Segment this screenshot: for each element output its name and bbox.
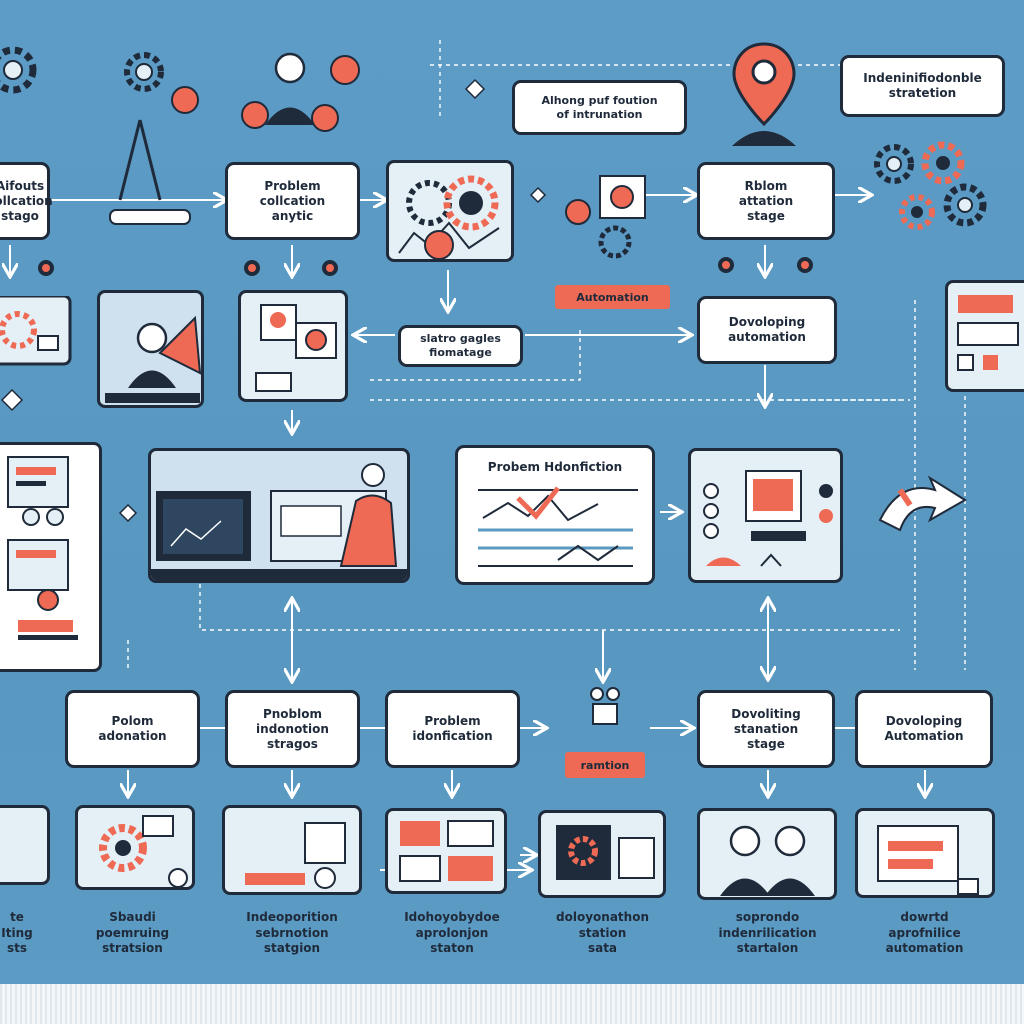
gear-icon: [0, 296, 72, 366]
node-indeninifiodonble-stratetion: Indeninifiodonble stratetion: [840, 55, 1005, 117]
bottom-panel-2: [75, 805, 195, 890]
node-pnoblom-indonotion-stragos: Pnoblom indonotion stragos: [225, 690, 360, 768]
automation-tag: Automation: [555, 285, 670, 309]
layout-illustration: [7, 456, 78, 640]
bottom-panel-4: [385, 808, 507, 894]
gear-icon: [921, 141, 965, 185]
gear-icon: [899, 194, 935, 230]
right-side-panel: [945, 280, 1024, 392]
node-dovoloping-automation: Dovoloping automation: [697, 296, 837, 364]
robot-icon: [590, 687, 620, 725]
node-problem-idonfication: Problem idonfication: [385, 690, 520, 768]
process-icons: [565, 175, 646, 259]
node-problem-collcation-anytic: Problem collcation anytic: [225, 162, 360, 240]
problem-identification-panel: Probem Hdonfiction: [455, 445, 655, 585]
bottom-panel-5: [538, 810, 666, 898]
node-dovoliting-stanation-stage: Dovoliting stanation stage: [697, 690, 835, 768]
node-rblom-attation-stage: Rblom attation stage: [697, 162, 835, 240]
node-dovoloping-automation-2: Dovoloping Automation: [855, 690, 993, 768]
gear-icon: [874, 144, 914, 184]
curved-arrow-icon: [878, 475, 967, 532]
location-pin-icon: [732, 42, 796, 146]
caption-idohoyobydoe: Idohoyobydoe aprolonjon staton: [404, 910, 500, 956]
ramtion-tag: ramtion: [565, 752, 645, 778]
node-alhong-puf-foution: Alhong puf foution of intrunation: [512, 80, 687, 135]
caption-doloyonathon: doloyonathon station sata: [556, 910, 649, 956]
gear-icon: [124, 52, 164, 92]
caption-indeoporition: Indeoporition sebrnotion statgion: [246, 910, 338, 956]
caption-te-iting-sts: te Iting sts: [1, 910, 33, 956]
caption-dowrtd: dowrtd aprofnilice automation: [885, 910, 964, 956]
computer-workstation-illustration: [148, 448, 410, 583]
caption-soprondo: soprondo indenrilication startalon: [718, 910, 817, 956]
caption-sbaudi-poemruing: Sbaudi poemruing stratsion: [95, 910, 170, 956]
node-polom-adonation: Polom adonation: [65, 690, 200, 768]
problem-identification-title: Probem Hdonfiction: [487, 460, 623, 474]
bottom-panel-1: [0, 805, 50, 885]
node-slatro-gagles: slatro gagles fiomatage: [398, 325, 523, 367]
gear-icon: [943, 183, 987, 227]
gear-icon: [0, 46, 37, 94]
analytics-screen-illustration: [386, 160, 514, 262]
node-aifouts-collcation-stago: Aifouts collcation stago: [0, 162, 53, 240]
bottom-panel-6: [697, 808, 837, 900]
bottom-panel-3: [222, 805, 362, 895]
dashboard-illustration: [688, 448, 843, 583]
trend-chart-illustration: [478, 486, 638, 567]
user-gear-illustration: [109, 52, 360, 225]
document-illustration: [238, 290, 348, 402]
left-diagram-panel: [0, 442, 102, 672]
presentation-illustration: [97, 290, 204, 408]
bottom-panel-7: [855, 808, 995, 898]
